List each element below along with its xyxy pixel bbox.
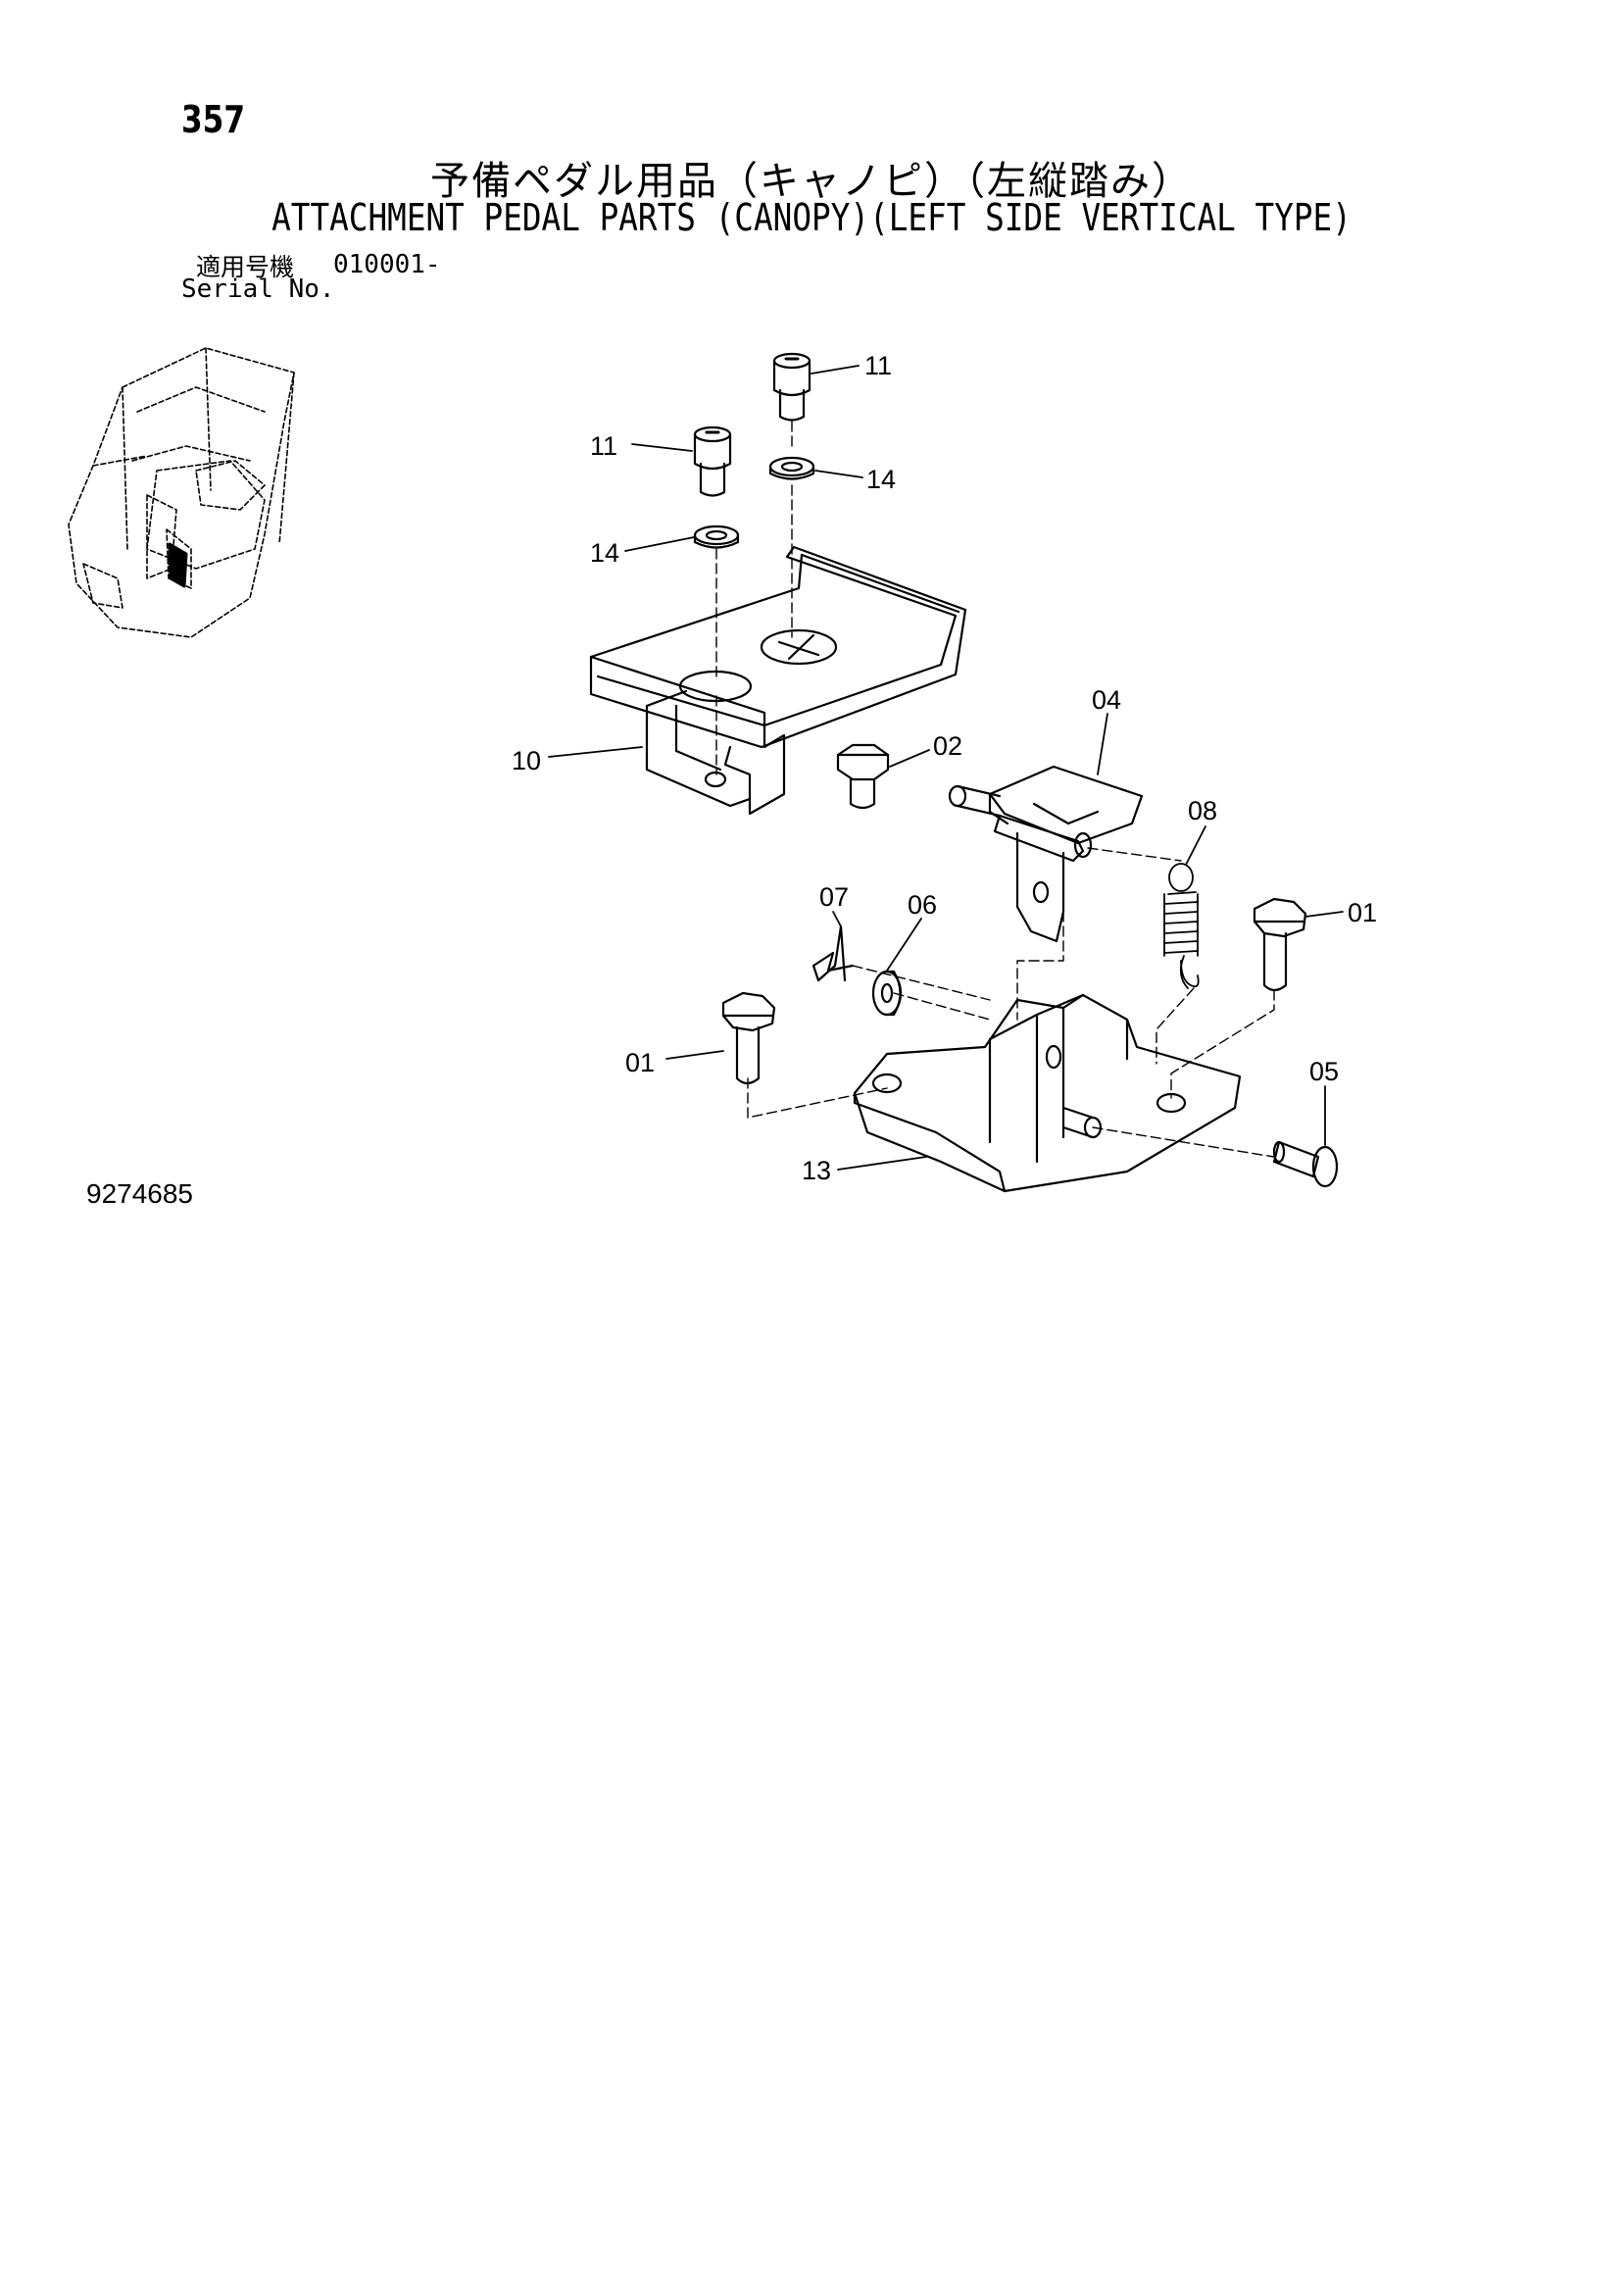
callout-11-upper: 11 (864, 351, 892, 380)
serial-label-japanese: 適用号機 (196, 253, 295, 281)
serial-value: 010001- (333, 250, 441, 279)
callout-01-left: 01 (625, 1048, 655, 1077)
title-english: ATTACHMENT PEDAL PARTS (CANOPY)(LEFT SID… (271, 196, 1352, 239)
part-02-bolt (836, 743, 890, 810)
part-13-bracket (853, 993, 1242, 1193)
callout-05: 05 (1309, 1057, 1339, 1086)
part-11-bolt-left (693, 425, 732, 497)
callout-02: 02 (933, 731, 962, 761)
callout-14-right: 14 (866, 465, 896, 494)
page-number: 357 (181, 98, 246, 141)
callout-08: 08 (1188, 796, 1217, 825)
title-japanese: 予備ペダル用品（キャノピ）（左縦踏み） (430, 159, 1193, 204)
part-04-arm (948, 765, 1144, 943)
serial-label-english: Serial No. (181, 275, 335, 304)
document-number: 9274685 (86, 1178, 194, 1209)
part-01-bolt-right (1253, 897, 1307, 992)
callout-14-left: 14 (590, 538, 619, 568)
machine-locator-thumbnail (68, 347, 295, 638)
callout-10: 10 (512, 746, 541, 775)
part-07-clip (812, 924, 855, 982)
part-05-pin (1272, 1140, 1339, 1188)
callout-11-left: 11 (590, 431, 617, 461)
part-14-washer-right (768, 456, 815, 480)
callout-04: 04 (1092, 685, 1121, 715)
leader-lines (548, 365, 1344, 1171)
part-08-spring (1163, 863, 1200, 989)
callout-06: 06 (908, 890, 937, 920)
machine-locator-highlight (168, 542, 188, 588)
part-06-washer (871, 970, 903, 1017)
callout-07: 07 (819, 882, 849, 912)
part-11-bolt-upper (772, 352, 812, 422)
part-10-pedal (589, 545, 967, 816)
part-01-bolt-left (721, 991, 776, 1085)
assembly-lines (715, 421, 1275, 1158)
callout-13: 13 (802, 1156, 831, 1185)
part-14-washer-left (693, 524, 740, 549)
callout-01-right: 01 (1348, 898, 1377, 927)
